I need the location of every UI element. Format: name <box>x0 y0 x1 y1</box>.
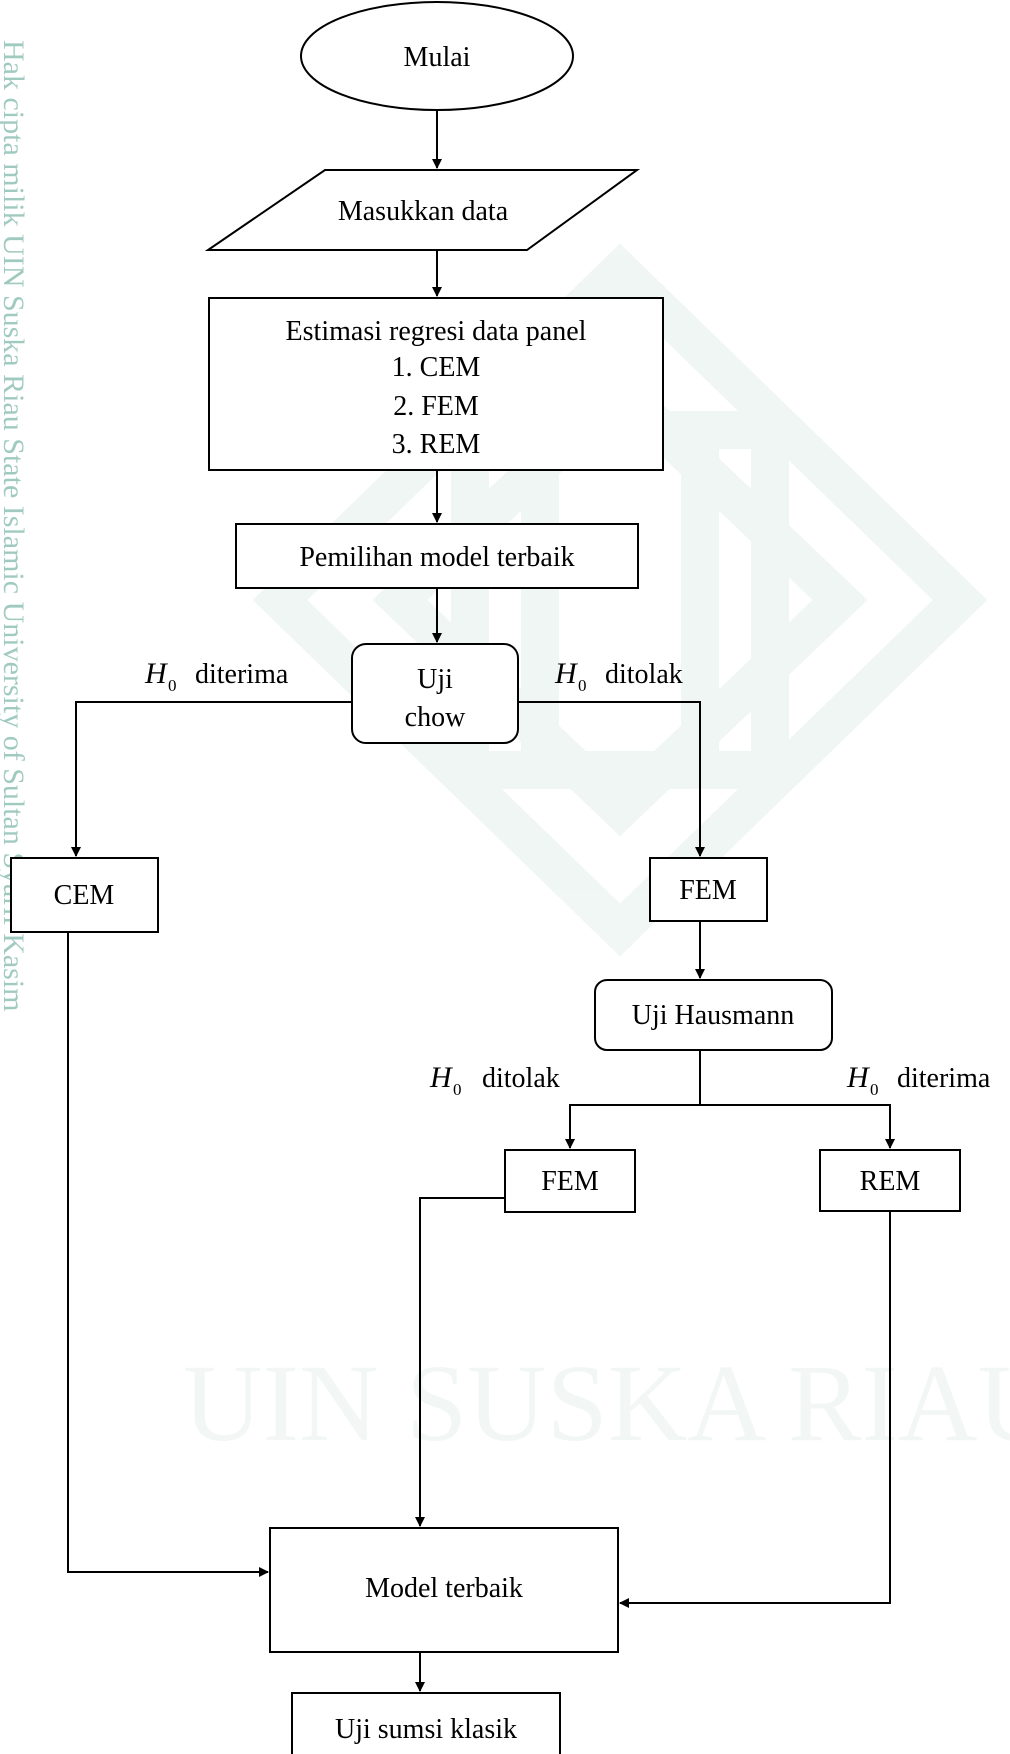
cem-node: CEM <box>10 857 159 933</box>
estimation-title: Estimasi regresi data panel <box>286 316 587 347</box>
estimation-node: Estimasi regresi data panel 1. CEM 2. FE… <box>208 297 664 471</box>
estimation-item-cem: 1. CEM <box>392 352 481 383</box>
hausman-test-node: Uji Hausmann <box>594 979 833 1051</box>
arrow-chow-to-fem <box>518 701 705 857</box>
chow-accept-label: H 0 diterima <box>144 657 289 695</box>
chow-reject-text: ditolak <box>605 659 683 690</box>
rem-node: REM <box>819 1149 961 1212</box>
arrow-rem-to-best <box>619 1211 891 1608</box>
h0-symbol: H <box>554 657 579 690</box>
h0-symbol: H <box>429 1061 454 1094</box>
fem-hausman-label: FEM <box>541 1166 599 1197</box>
chow-test-label-line1: Uji <box>417 664 453 695</box>
h0-subscript: 0 <box>870 1080 879 1099</box>
chow-test-label-line2: chow <box>405 702 466 733</box>
fem-chow-node: FEM <box>649 857 768 922</box>
hausman-accept-label: H 0 diterima <box>846 1061 991 1099</box>
h0-symbol: H <box>846 1061 871 1094</box>
input-node: Masukkan data <box>204 169 641 251</box>
start-label: Mulai <box>404 42 471 73</box>
classic-assumption-node: Uji sumsi klasik <box>291 1692 561 1754</box>
cem-label: CEM <box>54 880 115 911</box>
classic-assumption-label: Uji sumsi klasik <box>335 1714 517 1745</box>
best-model-node: Model terbaik <box>269 1527 619 1653</box>
model-selection-node: Pemilihan model terbaik <box>235 523 639 589</box>
h0-symbol: H <box>144 657 169 690</box>
fem-hausman-node: FEM <box>504 1149 636 1213</box>
estimation-item-fem: 2. FEM <box>393 391 479 422</box>
arrow-cem-to-best <box>67 932 269 1577</box>
line-hausman-branch <box>569 1104 891 1140</box>
chow-reject-label: H 0 ditolak <box>554 657 683 695</box>
arrow-fem-to-best <box>415 1197 505 1527</box>
rem-label: REM <box>860 1166 921 1197</box>
chow-test-node: Uji chow <box>351 643 519 744</box>
chow-accept-text: diterima <box>195 659 289 690</box>
connectors <box>67 111 895 1692</box>
hausman-reject-text: ditolak <box>482 1063 560 1094</box>
fem-chow-label: FEM <box>679 875 737 906</box>
model-selection-label: Pemilihan model terbaik <box>299 542 574 573</box>
h0-subscript: 0 <box>168 676 177 695</box>
hausman-reject-label: H 0 ditolak <box>429 1061 560 1099</box>
estimation-item-rem: 3. REM <box>392 429 481 460</box>
start-node: Mulai <box>300 1 574 111</box>
best-model-label: Model terbaik <box>365 1573 523 1604</box>
hausman-accept-text: diterima <box>897 1063 991 1094</box>
arrow-chow-to-cem <box>71 701 352 857</box>
h0-subscript: 0 <box>578 676 587 695</box>
hausman-test-label: Uji Hausmann <box>632 1000 795 1031</box>
h0-subscript: 0 <box>453 1080 462 1099</box>
input-label: Masukkan data <box>338 196 509 227</box>
